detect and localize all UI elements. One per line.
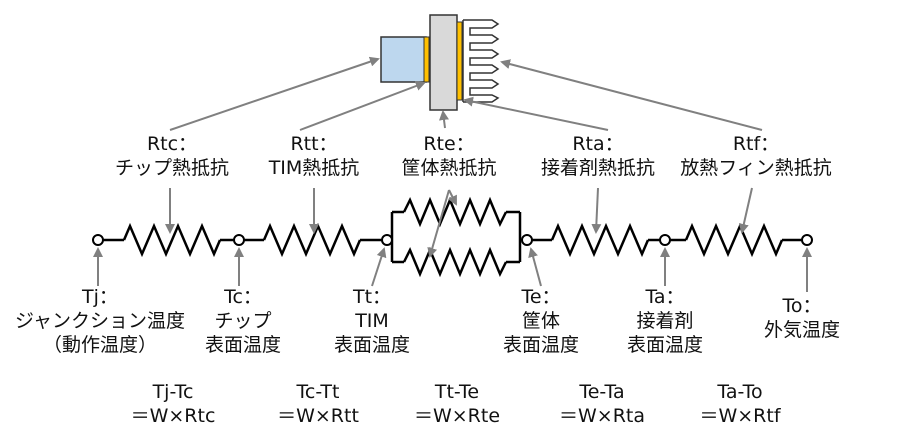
- equation-formula: ＝W×Rtt: [277, 405, 359, 427]
- node-line: 接着剤: [636, 310, 694, 332]
- equation-diff: Tt-Te: [434, 381, 480, 403]
- node-line: （動作温度）: [42, 334, 157, 356]
- node-line: Tt：: [352, 286, 392, 308]
- node-to: [801, 234, 813, 246]
- node-ta: [659, 234, 671, 246]
- resistance-name: 接着剤熱抵抗: [540, 157, 656, 179]
- equation-formula: ＝W×Rta: [558, 405, 646, 427]
- chip-shape: [380, 36, 427, 83]
- resistor-rtf: [684, 222, 784, 258]
- equation-diff: Tj-Tc: [152, 381, 194, 403]
- node-line: 外気温度: [763, 319, 841, 341]
- resistance-symbol: Rtt：: [290, 133, 338, 155]
- node-line: 表面温度: [333, 334, 411, 356]
- resistance-name: 筐体熱抵抗: [401, 157, 497, 179]
- equation-tt-te: Tt-Te ＝W×Rte: [414, 380, 500, 428]
- heat-fin-shape: [462, 19, 500, 103]
- circuit-nodes: [92, 234, 813, 246]
- resistance-label-rta: Rta： 接着剤熱抵抗: [541, 132, 655, 180]
- node-tj: [92, 234, 104, 246]
- resistance-name: チップ熱抵抗: [114, 157, 230, 179]
- resistor-arrows: [165, 187, 753, 258]
- equation-formula: ＝W×Rte: [413, 405, 501, 427]
- node-line: TIM: [355, 310, 389, 332]
- node-tc: [233, 234, 245, 246]
- equation-te-ta: Te-Ta ＝W×Rta: [559, 380, 645, 428]
- resistance-symbol: Rtf：: [732, 133, 780, 155]
- resistance-symbol: Rte：: [423, 133, 475, 155]
- component-arrows: [169, 56, 763, 131]
- resistor-rtt: [262, 222, 362, 258]
- equation-tj-tc: Tj-Tc ＝W×Rtc: [131, 380, 216, 428]
- node-label-to: To： 外気温度: [764, 294, 840, 342]
- resistance-label-rtc: Rtc： チップ熱抵抗: [115, 132, 229, 180]
- resistor-rte-upper: [402, 196, 508, 228]
- case-shape: [429, 14, 458, 111]
- node-line: Tc：: [224, 286, 262, 308]
- equation-formula: ＝W×Rtc: [130, 405, 216, 427]
- equation-tc-tt: Tc-Tt ＝W×Rtt: [277, 380, 359, 428]
- node-line: チップ: [214, 310, 272, 332]
- node-label-tj: Tj： ジャンクション温度 （動作温度）: [15, 285, 185, 357]
- resistance-name: 放熱フィン熱抵抗: [680, 157, 832, 179]
- resistor-rtc: [122, 222, 222, 258]
- equation-diff: Te-Ta: [579, 381, 625, 403]
- node-tt: [381, 234, 393, 246]
- adhesive-layer: [456, 21, 463, 101]
- node-label-ta: Ta： 接着剤 表面温度: [627, 285, 703, 357]
- equation-ta-to: Ta-To ＝W×Rtf: [699, 380, 780, 428]
- resistance-symbol: Rtc：: [146, 133, 198, 155]
- resistance-label-rtf: Rtf： 放熱フィン熱抵抗: [680, 132, 832, 180]
- component-illustration: [380, 14, 500, 111]
- resistance-name: TIM熱抵抗: [268, 157, 360, 179]
- equation-formula: ＝W×Rtf: [699, 405, 781, 427]
- node-line: Tj：: [82, 286, 118, 308]
- node-line: 表面温度: [626, 334, 704, 356]
- node-line: 表面温度: [502, 334, 580, 356]
- node-line: 表面温度: [204, 334, 282, 356]
- node-arrows: [93, 247, 812, 292]
- circuit-wires: [103, 196, 802, 278]
- equation-diff: Tc-Tt: [296, 381, 340, 403]
- resistance-label-rte: Rte： 筐体熱抵抗: [401, 132, 496, 180]
- node-label-tc: Tc： チップ 表面温度: [205, 285, 281, 357]
- node-te: [521, 234, 533, 246]
- node-line: Ta：: [645, 286, 685, 308]
- tim-layer: [423, 36, 430, 83]
- resistor-rta: [550, 222, 650, 258]
- node-line: To：: [782, 295, 822, 317]
- resistance-label-rtt: Rtt： TIM熱抵抗: [269, 132, 360, 180]
- resistance-symbol: Rta：: [572, 133, 624, 155]
- node-line: Te：: [521, 286, 561, 308]
- node-line: 筐体: [521, 310, 561, 332]
- node-label-te: Te： 筐体 表面温度: [503, 285, 579, 357]
- equation-diff: Ta-To: [717, 381, 763, 403]
- node-line: ジャンクション温度: [14, 310, 186, 332]
- resistor-rte-lower: [402, 246, 508, 278]
- node-label-tt: Tt： TIM 表面温度: [334, 285, 410, 357]
